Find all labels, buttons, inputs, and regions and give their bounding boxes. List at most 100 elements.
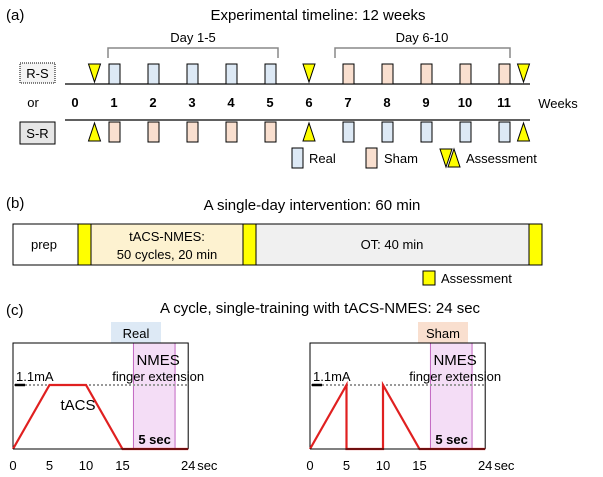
time-tick-0: 0: [9, 458, 16, 473]
assessment-triangle-rs-1: [87, 63, 102, 84]
time-tick-24: 24: [181, 458, 195, 473]
ot-label: OT: 40 min: [361, 237, 424, 252]
assessment-block-2: [242, 223, 257, 266]
rs-session-week-1: [108, 63, 121, 85]
sr-session-week-3: [186, 121, 199, 143]
week-tick-9: 9: [422, 95, 429, 110]
cycle-frame: [12, 342, 189, 449]
week-tick-1: 1: [110, 95, 117, 110]
rs-session-week-9: [420, 63, 433, 85]
sham-tag-box: [418, 322, 468, 343]
rs-session-week-8: [381, 63, 394, 85]
bracket-right-label: Day 6-10: [396, 30, 449, 45]
legend-assessment-label: Assessment: [466, 151, 537, 166]
current-label: 1.1mA: [313, 369, 351, 384]
panel-a-letter: (a): [6, 7, 24, 24]
finger-extension-label: finger extension: [112, 369, 204, 384]
legend-assessment-triangle-up: [447, 147, 461, 168]
legend-real-label: Real: [309, 151, 336, 166]
rs-session-week-11: [498, 63, 511, 85]
tacs-block-line2: 50 cycles, 20 min: [117, 247, 217, 262]
week-tick-3: 3: [188, 95, 195, 110]
panel-c-title: A cycle, single-training with tACS-NMES:…: [160, 300, 481, 317]
panel-b-title: A single-day intervention: 60 min: [204, 197, 421, 214]
time-tick-24: 24: [478, 458, 492, 473]
legend-assessment-triangle-down: [439, 148, 453, 169]
rs-session-week-10: [459, 63, 472, 85]
bracket-day-1-5: [107, 47, 279, 58]
sr-session-week-8: [381, 121, 394, 143]
cycle-frame: [309, 342, 486, 449]
week-tick-4: 4: [227, 95, 235, 110]
week-tick-7: 7: [344, 95, 351, 110]
weeks-axis-label: Weeks: [538, 96, 578, 111]
rs-session-week-3: [186, 63, 199, 85]
finger-extension-label: finger extension: [409, 369, 501, 384]
sr-session-week-5: [264, 121, 277, 143]
week-tick-11: 11: [497, 95, 511, 110]
ot-block: [255, 223, 530, 266]
week-tick-8: 8: [383, 95, 390, 110]
nmes-duration-label: 5 sec: [435, 432, 468, 447]
prep-label: prep: [31, 237, 57, 252]
panel-c-letter: (c): [6, 302, 24, 319]
week-tick-6: 6: [305, 95, 312, 110]
time-tick-15: 15: [115, 458, 129, 473]
time-tick-15: 15: [412, 458, 426, 473]
legend-b-assessment-swatch: [422, 270, 436, 286]
sr-session-week-7: [342, 121, 355, 143]
legend-real-swatch: [291, 147, 304, 169]
sham-tag-label: Sham: [426, 326, 460, 341]
panel-b-letter: (b): [6, 195, 24, 212]
nmes-label: NMES: [136, 352, 179, 369]
sr-session-week-10: [459, 121, 472, 143]
time-tick-0: 0: [306, 458, 313, 473]
sr-session-week-9: [420, 121, 433, 143]
real-tag-label: Real: [123, 326, 150, 341]
real-tag-box: [111, 322, 161, 343]
sr-session-week-4: [225, 121, 238, 143]
rs-session-week-5: [264, 63, 277, 85]
assessment-triangle-rs-2: [302, 63, 316, 84]
week-tick-5: 5: [266, 95, 273, 110]
time-tick-10: 10: [376, 458, 390, 473]
group-rs-label: R-S: [26, 66, 49, 81]
rs-session-week-7: [342, 63, 355, 85]
week-tick-2: 2: [149, 95, 156, 110]
nmes-duration-label: 5 sec: [138, 432, 171, 447]
time-tick-5: 5: [343, 458, 350, 473]
legend-sham-label: Sham: [384, 151, 418, 166]
week-tick-0: 0: [71, 95, 78, 110]
legend-sham-swatch: [365, 147, 378, 169]
rs-session-week-2: [147, 63, 160, 85]
current-label: 1.1mA: [16, 369, 54, 384]
assessment-triangle-sr-2: [302, 121, 316, 142]
assessment-block-3: [528, 223, 543, 266]
time-tick-10: 10: [79, 458, 93, 473]
bracket-day-6-10: [334, 47, 511, 58]
bracket-left-label: Day 1-5: [170, 30, 216, 45]
week-tick-10: 10: [458, 95, 472, 110]
sr-session-week-11: [498, 121, 511, 143]
assessment-triangle-sr-3: [516, 121, 531, 142]
assessment-triangle-sr-1: [87, 121, 102, 142]
legend-b-assessment-label: Assessment: [441, 271, 512, 286]
nmes-label: NMES: [433, 352, 476, 369]
tacs-label: tACS: [60, 397, 95, 414]
sr-session-week-1: [108, 121, 121, 143]
sr-session-week-2: [147, 121, 160, 143]
tacs-block-line1: tACS-NMES:: [129, 229, 205, 244]
rs-session-week-4: [225, 63, 238, 85]
or-label: or: [27, 95, 39, 110]
assessment-triangle-rs-3: [516, 63, 531, 84]
tacs-nmes-block: [90, 223, 244, 266]
group-sr-box: [19, 121, 56, 145]
time-tick-5: 5: [46, 458, 53, 473]
group-sr-label: S-R: [26, 126, 48, 141]
group-rs-box: [19, 62, 56, 84]
time-unit-label: sec: [494, 458, 515, 473]
time-unit-label: sec: [197, 458, 218, 473]
